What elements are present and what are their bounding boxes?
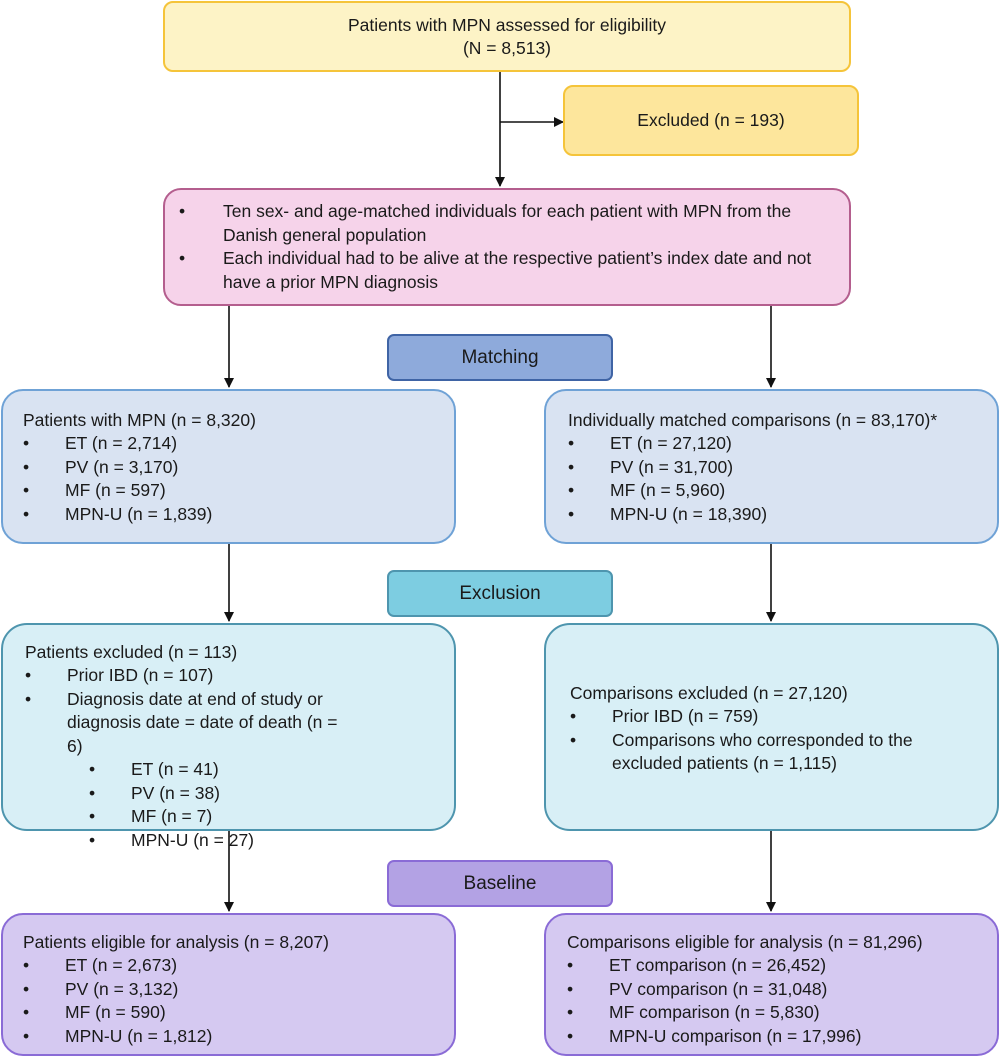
matching-criteria-box: Ten sex- and age-matched individuals for… xyxy=(163,188,851,306)
comparisons-eligible-item: PV comparison (n = 31,048) xyxy=(567,978,997,1002)
patients-mpn-item: MF (n = 597) xyxy=(23,479,454,503)
matched-comparisons-item: MPN-U (n = 18,390) xyxy=(568,503,997,527)
patients-excluded-subitem: ET (n = 41) xyxy=(25,758,454,782)
excluded-box: Excluded (n = 193) xyxy=(563,85,859,156)
patients-excluded-box: Patients excluded (n = 113) Prior IBD (n… xyxy=(1,623,456,852)
comparisons-excluded-item: Prior IBD (n = 759) xyxy=(570,705,997,729)
matched-comparisons-box: Individually matched comparisons (n = 83… xyxy=(544,389,999,544)
comparisons-eligible-box: Comparisons eligible for analysis (n = 8… xyxy=(544,913,999,1056)
phase-baseline-label: Baseline xyxy=(463,872,537,894)
criteria-item: Ten sex- and age-matched individuals for… xyxy=(179,200,829,247)
matched-comparisons-item: PV (n = 31,700) xyxy=(568,456,997,480)
assessed-title: Patients with MPN assessed for eligibili… xyxy=(347,14,667,35)
phase-exclusion-label: Exclusion xyxy=(459,582,541,604)
patients-eligible-item: PV (n = 3,132) xyxy=(23,978,454,1002)
patients-mpn-item: ET (n = 2,714) xyxy=(23,432,454,456)
patients-mpn-item: MPN-U (n = 1,839) xyxy=(23,503,454,527)
patients-mpn-item: PV (n = 3,170) xyxy=(23,456,454,480)
patients-eligible-box: Patients eligible for analysis (n = 8,20… xyxy=(1,913,456,1056)
phase-exclusion: Exclusion xyxy=(387,570,613,617)
patients-excluded-subitem: PV (n = 38) xyxy=(25,782,454,806)
patients-excluded-subitem: MPN-U (n = 27) xyxy=(25,829,454,853)
comparisons-excluded-item: Comparisons who corresponded to the excl… xyxy=(570,729,952,776)
criteria-item: Each individual had to be alive at the r… xyxy=(179,247,829,294)
patients-mpn-box: Patients with MPN (n = 8,320) ET (n = 2,… xyxy=(1,389,456,544)
comparisons-eligible-item: ET comparison (n = 26,452) xyxy=(567,954,997,978)
patients-excluded-subitem: MF (n = 7) xyxy=(25,805,454,829)
comparisons-excluded-title: Comparisons excluded (n = 27,120) xyxy=(570,683,848,703)
patients-excluded-item: Diagnosis date at end of study or diagno… xyxy=(25,688,357,759)
comparisons-eligible-item: MF comparison (n = 5,830) xyxy=(567,1001,997,1025)
comparisons-eligible-title: Comparisons eligible for analysis (n = 8… xyxy=(567,932,923,952)
matched-comparisons-item: MF (n = 5,960) xyxy=(568,479,997,503)
patients-eligible-title: Patients eligible for analysis (n = 8,20… xyxy=(23,932,329,952)
comparisons-excluded-box: Comparisons excluded (n = 27,120) Prior … xyxy=(544,623,999,831)
matched-comparisons-title: Individually matched comparisons (n = 83… xyxy=(568,410,938,430)
patients-eligible-item: ET (n = 2,673) xyxy=(23,954,454,978)
comparisons-eligible-item: MPN-U comparison (n = 17,996) xyxy=(567,1025,997,1049)
phase-matching-label: Matching xyxy=(461,346,539,368)
phase-baseline: Baseline xyxy=(387,860,613,907)
patients-mpn-title: Patients with MPN (n = 8,320) xyxy=(23,410,256,430)
patients-excluded-title: Patients excluded (n = 113) xyxy=(25,642,238,662)
assessed-count: (N = 8,513) xyxy=(462,37,552,58)
matched-comparisons-item: ET (n = 27,120) xyxy=(568,432,997,456)
patients-excluded-item: Prior IBD (n = 107) xyxy=(25,664,454,688)
assessed-box: Patients with MPN assessed for eligibili… xyxy=(163,1,851,72)
patients-eligible-item: MF (n = 590) xyxy=(23,1001,454,1025)
patients-eligible-item: MPN-U (n = 1,812) xyxy=(23,1025,454,1049)
phase-matching: Matching xyxy=(387,334,613,381)
excluded-label: Excluded (n = 193) xyxy=(637,110,785,130)
